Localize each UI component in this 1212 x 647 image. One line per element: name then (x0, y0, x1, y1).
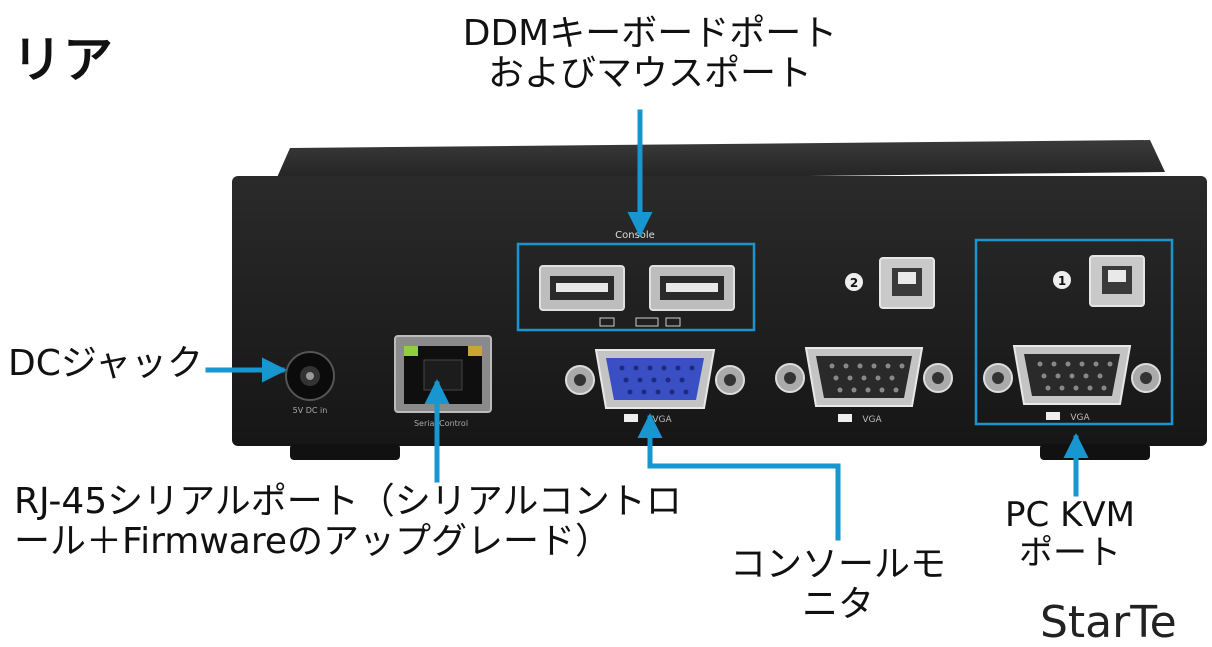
console-monitor-callout-line-2: ニタ (801, 584, 874, 626)
console-label: Console (615, 230, 655, 241)
pc-kvm-port-callout-line-1: PC KVM (1005, 495, 1135, 535)
rj45-port-callout-line-2: ール＋Firmwareのアップグレード） (14, 521, 611, 563)
console-monitor-arrow (637, 413, 841, 541)
rj45-port-callout: RJ-45シリアルポート（シリアルコントロ ール＋Firmwareのアップグレー… (14, 481, 682, 563)
device-foot-left (290, 444, 400, 460)
rj45-port-callout-line-1: RJ-45シリアルポート（シリアルコントロ (14, 481, 682, 522)
pc-kvm-highlight-box (974, 238, 1174, 426)
dc-jack-label: 5V DC in (293, 406, 328, 415)
console-monitor-callout: コンソールモ ニタ (718, 544, 958, 626)
pc-kvm-port-callout: PC KVM ポート (990, 496, 1150, 572)
device-foot-right (1040, 444, 1150, 460)
ddm-port-callout-line-1: DDMキーボードポート (462, 13, 838, 54)
pc2-kvm-ports: 2 VGA (775, 257, 953, 425)
pc-kvm-port-callout-line-2: ポート (1019, 533, 1121, 574)
dc-jack-callout: DCジャック (8, 343, 204, 384)
vga-pc2-label: VGA (862, 415, 882, 425)
vga-pc1-label: VGA (1070, 413, 1090, 423)
kvm-rear-diagram: 5V DC in Serial Control Console (205, 109, 1207, 541)
device-top-panel (275, 140, 1165, 182)
rj45-port-label: Serial Control (414, 419, 468, 428)
vga-console-label: VGA (652, 415, 672, 425)
ddm-port-highlight-box (516, 242, 756, 332)
brand-logo-text: StarTe (1040, 598, 1177, 647)
page-title: リア (12, 31, 114, 89)
ddm-port-callout: DDMキーボードポート およびマウスポート (440, 13, 860, 95)
ddm-port-callout-line-2: およびマウスポート (487, 53, 812, 95)
port-number-2: 2 (850, 276, 858, 290)
console-monitor-callout-line-1: コンソールモ (729, 544, 946, 585)
pc1-kvm-ports: 1 VGA (983, 255, 1161, 423)
callout-arrows (205, 109, 1089, 541)
port-number-1: 1 (1058, 274, 1066, 288)
dc-jack-port: 5V DC in (285, 351, 335, 415)
